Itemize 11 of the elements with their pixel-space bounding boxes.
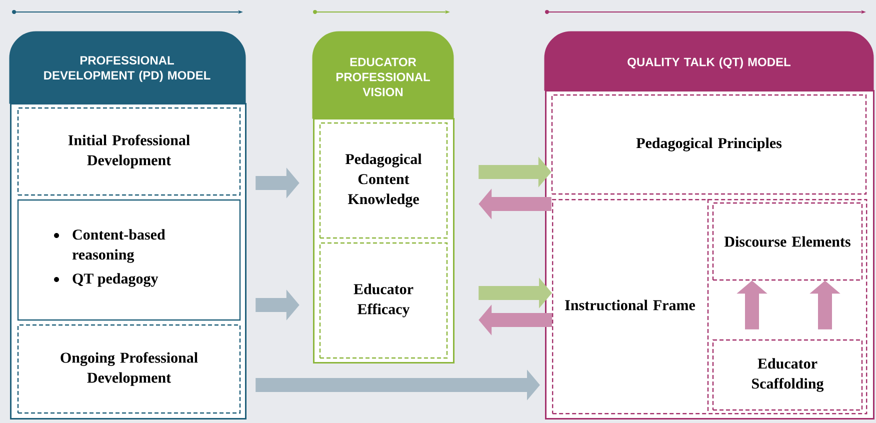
text-box: Discourse Elements [712, 202, 863, 281]
text-box: Pedagogical Content Knowledge [319, 122, 448, 239]
node-label: QUALITY TALK (QT) MODEL [628, 57, 790, 69]
text-box: Pedagogical Principles [551, 94, 867, 195]
text-box: Content-based reasoning QT pedagogy [17, 199, 241, 321]
node-label: EDUCATOR PROFESSIONAL VISION [336, 58, 430, 96]
text-box: Educator Efficacy [319, 242, 448, 359]
text-box: Initial Professional Development [17, 107, 241, 196]
node-label: PROFESSIONAL DEVELOPMENT (PD) MODEL [44, 56, 210, 82]
text-box: Ongoing Professional Development [17, 324, 241, 414]
text-box: Educator Scaffolding [712, 339, 863, 411]
